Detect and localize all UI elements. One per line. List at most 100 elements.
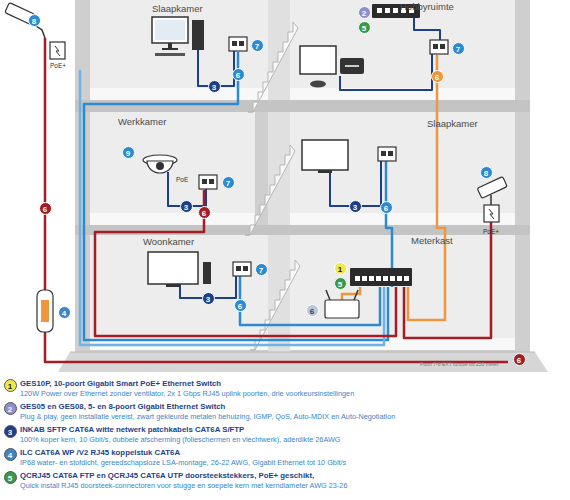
tv [302, 140, 348, 170]
room-area: Woonkamer [90, 235, 268, 350]
legend-text: GES10P, 10-poort Gigabit Smart PoE+ Ethe… [20, 379, 221, 389]
poe-label: PoE [176, 176, 188, 183]
callout-number: 8 [480, 166, 493, 179]
callout-number: 5 [334, 277, 347, 290]
room-wall [290, 235, 515, 350]
red-cable [95, 190, 396, 336]
callout-number: 4 [58, 306, 71, 319]
callout-number: 6 [234, 299, 247, 312]
poe-label: PoE+ [50, 62, 66, 69]
legend-text: ILC CAT6A WP /V2 RJ45 koppelstuk CAT6A [20, 448, 180, 458]
poe-label: PoE+ [483, 228, 499, 235]
room-name: Slaapkamer [152, 3, 203, 14]
room-floor [90, 88, 268, 100]
staircase [245, 145, 295, 235]
callout-number: 7 [251, 39, 264, 52]
outlet-port [243, 266, 248, 271]
rj45-coupler [37, 290, 53, 332]
room-name: Slaapkamer [427, 118, 478, 129]
room-name: Werkkamer [118, 116, 166, 127]
room-name: Meterkast [411, 235, 453, 246]
callout-number: 3 [202, 292, 215, 305]
room-wall [290, 112, 515, 225]
switch-port [385, 8, 390, 13]
pc-screen [155, 20, 185, 40]
callout-number: 6 [431, 70, 444, 83]
monitor-stand [168, 43, 172, 48]
wall-outlets [199, 37, 448, 276]
room-wall [290, 0, 515, 100]
legend-text: GES05 en GES08, 5- en 8-poort Gigabit Et… [20, 402, 225, 412]
outlet-port [433, 44, 438, 49]
floor-slab [75, 100, 530, 112]
legend-description: IP68 water- en stofdicht, gereedschapslo… [20, 459, 346, 467]
outlet-port [239, 41, 244, 46]
switch-port [377, 8, 382, 13]
callout-number: 5 [4, 471, 17, 484]
legend-description: Quick install RJ45 doorsteek-connectoren… [20, 482, 347, 490]
media-player [203, 262, 211, 284]
room-area: Werkkamer [90, 112, 255, 225]
wall-outlet [229, 37, 247, 51]
switch-port [369, 276, 374, 281]
callout-number: 2 [4, 402, 17, 415]
callout-number: 1 [334, 262, 347, 275]
wall-outlet [199, 175, 217, 189]
switch-ports [355, 276, 409, 281]
legend-text: QCRJ45 CAT6A FTP en QCRJ45 CAT6A UTP doo… [20, 471, 314, 481]
switch-port [362, 276, 367, 281]
console-detail [345, 65, 359, 67]
legend-description: 100% koper kern, 10 Gbit/s, dubbele afsc… [20, 436, 341, 444]
tv-stand [166, 284, 180, 287]
outlet-port [440, 44, 445, 49]
outlet-port [202, 179, 207, 184]
outlet-port [381, 151, 386, 156]
outlet-ports [202, 41, 445, 271]
switch-port [393, 8, 398, 13]
callout-number: 6 [198, 206, 211, 219]
callout-number: 3 [180, 200, 193, 213]
patch-cable [340, 54, 432, 90]
camera-lens [156, 162, 164, 170]
power-symbol [489, 209, 494, 219]
router [325, 300, 359, 318]
tv [148, 252, 198, 284]
blue-cable [80, 70, 384, 345]
ground-edge [70, 352, 535, 353]
room-floor [90, 213, 255, 225]
switch-port [383, 276, 388, 281]
coupler-core [41, 300, 49, 322]
wall-outlet [378, 147, 396, 161]
camera-bracket [490, 195, 492, 205]
red-cable [45, 38, 508, 362]
switch-port [397, 276, 402, 281]
callout-number: 6 [380, 201, 393, 214]
callout-number: 7 [222, 176, 235, 189]
floor-slab [75, 225, 530, 235]
switch-port [404, 276, 409, 281]
switch-port [376, 276, 381, 281]
port-note: Poort 7-8 EXT functie tot 250 meter [420, 362, 499, 368]
callout-number: 5 [358, 21, 371, 34]
poe-injector [50, 42, 65, 59]
legend-description: Plug & play, geen installatie vereist, z… [20, 413, 395, 421]
callout-number: 6 [232, 68, 245, 81]
room-wall [90, 0, 268, 100]
room-name: Hobbyruimte [400, 1, 454, 12]
patch-cable-group [168, 18, 440, 298]
room-wall [90, 235, 268, 350]
outlet-port [388, 151, 393, 156]
patch-cable [414, 18, 440, 40]
room-area: Hobbyruimte [290, 0, 515, 100]
game-controller [310, 81, 326, 88]
room-area: Slaapkamer [90, 0, 268, 100]
room-floor [290, 213, 515, 225]
callout-number: 3 [208, 80, 221, 93]
room-wall [90, 112, 255, 225]
callout-number: 3 [4, 425, 17, 438]
wall-outlet [430, 40, 448, 54]
bullet-camera [477, 177, 507, 199]
outlet-port [209, 179, 214, 184]
staircase [248, 22, 298, 112]
